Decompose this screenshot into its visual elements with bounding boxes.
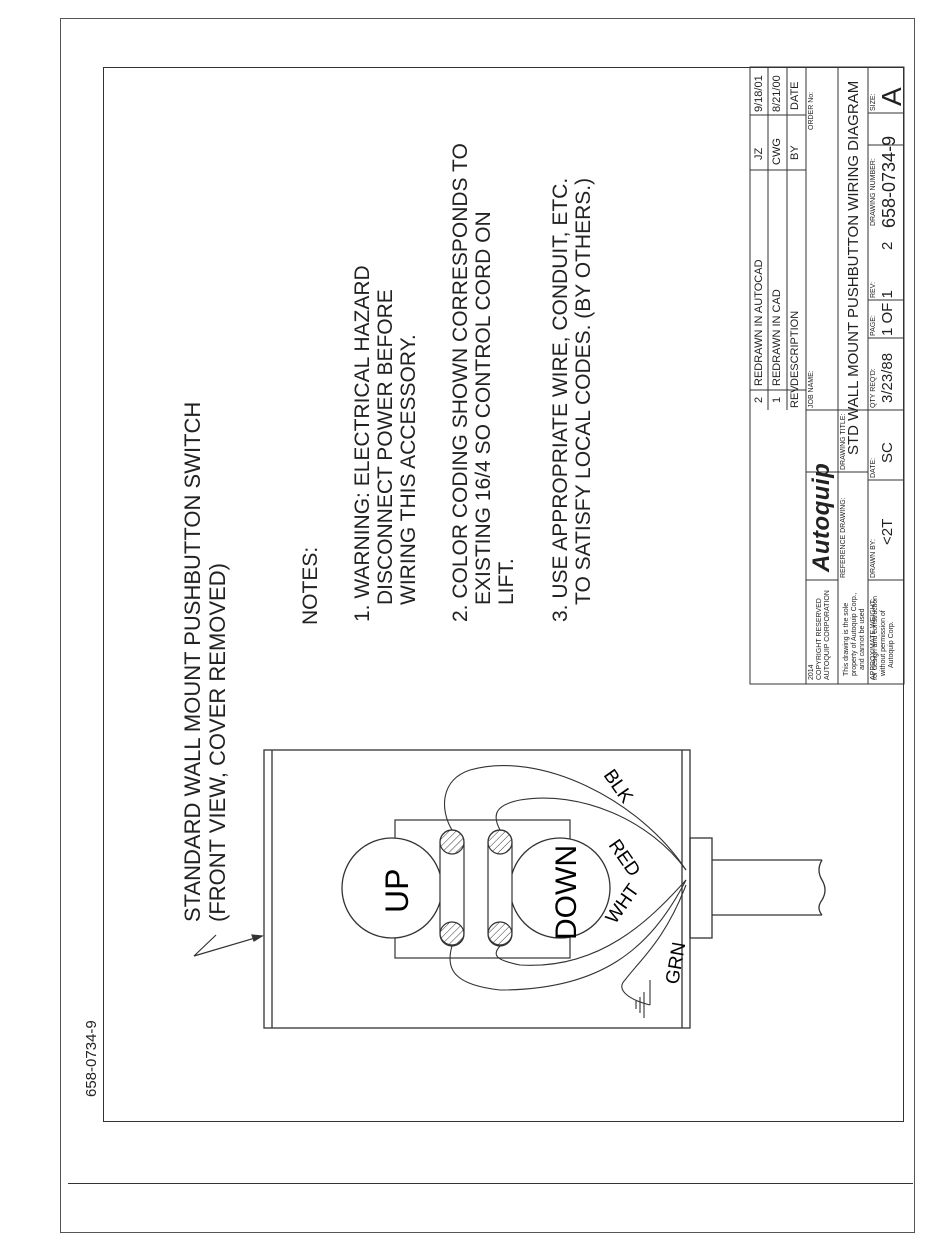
- revision-1-rev: 1: [771, 396, 783, 403]
- drawing-number-value: 658-0734-9: [879, 135, 899, 228]
- revision-header-description: DESCRIPTION: [789, 310, 801, 386]
- up-button-label: UP: [379, 869, 415, 913]
- wires: [443, 765, 687, 1006]
- revision-header-by: BY: [789, 145, 801, 160]
- down-button-label: DOWN: [550, 845, 583, 940]
- rev-label: REV:: [870, 281, 877, 298]
- approx-weight-label: APPROXIMATE WEIGHT:: [870, 598, 877, 680]
- copyright-reserved: COPYRIGHT RESERVED: [816, 598, 823, 680]
- revision-1-description: REDRAWN IN CAD: [771, 289, 783, 386]
- footer-rule: [68, 1183, 913, 1184]
- approx-weight-value: <2T: [879, 518, 896, 545]
- contact-blocks: [439, 829, 513, 947]
- copyright-notice-1: This drawing is the sole: [843, 602, 850, 676]
- qty-label: QTY REQ'D:: [870, 368, 877, 408]
- revision-header-date: DATE: [789, 81, 801, 110]
- page-border: [60, 18, 915, 1233]
- copyright-notice-2: property of Autoquip Corp.,: [851, 592, 858, 676]
- date-value: 3/23/88: [879, 352, 896, 403]
- revision-1-by: CWG: [771, 138, 783, 165]
- order-no-label: ORDER No:: [808, 91, 815, 130]
- cord-grip: [689, 837, 826, 939]
- revision-2-description: REDRAWN IN AUTOCAD: [753, 259, 765, 386]
- revision-2-by: JZ: [753, 147, 765, 160]
- ground-symbol-icon: [635, 980, 651, 1018]
- revision-2-rev: 2: [753, 396, 765, 403]
- drawing-number-label: DRAWING NUMBER:: [870, 158, 877, 226]
- title-leader-arrow: [193, 934, 264, 957]
- revision-2-date: 9/18/01: [753, 75, 765, 112]
- copyright-notice-6: Autoquip Corp.: [888, 621, 895, 668]
- page-label: PAGE:: [870, 315, 877, 336]
- size-value: A: [876, 87, 907, 106]
- revision-1-date: 8/21/00: [771, 75, 783, 112]
- page-value: 1 OF 1: [879, 290, 896, 336]
- drawn-by-value: SC: [879, 442, 896, 463]
- copyright-notice-5: without permission of: [880, 610, 887, 676]
- revision-header-rev: REV: [789, 385, 801, 408]
- autoquip-logo: Autoquip: [808, 462, 835, 572]
- reference-drawing-label: REFERENCE DRAWING:: [840, 497, 847, 578]
- date-label: DATE:: [870, 457, 877, 478]
- rev-value: 2: [879, 241, 896, 250]
- job-name-label: JOB NAME:: [808, 370, 815, 408]
- drawn-by-label: DRAWN BY:: [870, 538, 877, 578]
- copyright-company: AUTOQUIP CORPORATION: [824, 590, 831, 680]
- copyright-notice-3: and cannot be used: [859, 608, 866, 671]
- drawing-title: STD WALL MOUNT PUSHBUTTON WIRING DIAGRAM: [845, 80, 862, 455]
- copyright-year: 2014: [808, 664, 815, 680]
